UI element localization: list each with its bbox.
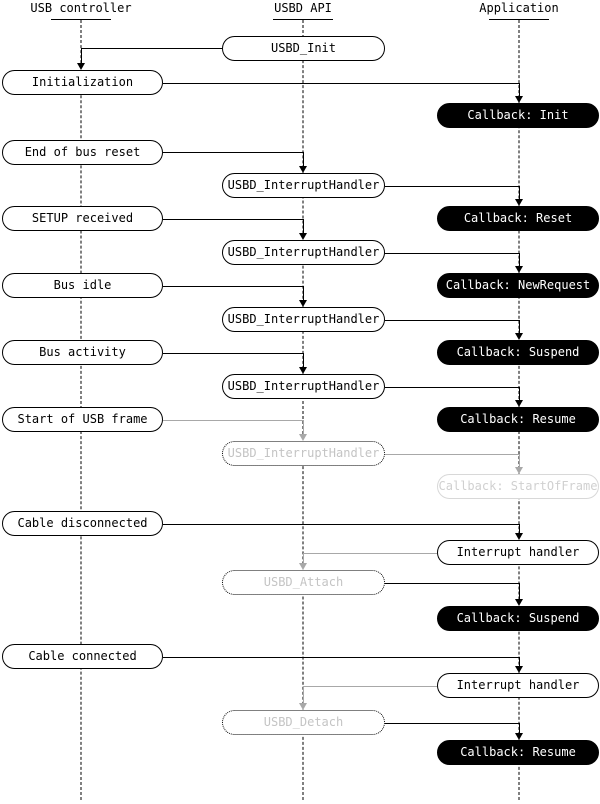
connection-vertical-segment xyxy=(519,83,520,97)
connection-arrowhead xyxy=(299,300,307,307)
lifeline-header-usb-controller: USB controller xyxy=(30,1,132,15)
connection-arrowhead xyxy=(299,166,307,173)
node-callback-suspend-2[interactable]: Callback: Suspend xyxy=(437,606,599,631)
node-interrupt-handler-1[interactable]: USBD_InterruptHandler xyxy=(222,173,385,198)
connection-arrowhead xyxy=(77,63,85,70)
connection-arrowhead xyxy=(515,199,523,206)
connection-horizontal-segment xyxy=(163,524,519,525)
node-callback-newrequest[interactable]: Callback: NewRequest xyxy=(437,273,599,298)
connection-horizontal-segment xyxy=(163,219,303,220)
node-interrupt-handler-5[interactable]: USBD_InterruptHandler xyxy=(222,441,385,466)
connection-vertical-segment xyxy=(519,657,520,667)
connection-vertical-segment xyxy=(519,186,520,200)
connection-arrowhead xyxy=(299,434,307,441)
connection-vertical-segment xyxy=(519,583,520,600)
node-bus-idle[interactable]: Bus idle xyxy=(2,273,163,298)
lifeline-usbd-api xyxy=(302,20,304,800)
connection-horizontal-segment xyxy=(81,48,222,49)
connection-vertical-segment xyxy=(519,387,520,401)
connection-vertical-segment xyxy=(519,454,520,468)
connection-vertical-segment xyxy=(519,723,520,734)
connection-vertical-segment xyxy=(303,286,304,301)
node-callback-resume-2[interactable]: Callback: Resume xyxy=(437,740,599,765)
node-callback-reset[interactable]: Callback: Reset xyxy=(437,206,599,231)
connection-vertical-segment xyxy=(519,320,520,334)
node-callback-resume-1[interactable]: Callback: Resume xyxy=(437,407,599,432)
node-usbd-detach[interactable]: USBD_Detach xyxy=(222,710,385,735)
connection-horizontal-segment xyxy=(303,553,437,554)
connection-arrowhead xyxy=(515,666,523,673)
lifeline-header-usbd-api: USBD API xyxy=(274,1,332,15)
node-interrupt-handler-a[interactable]: Interrupt handler xyxy=(437,540,599,565)
connection-arrowhead xyxy=(299,703,307,710)
connection-vertical-segment xyxy=(519,253,520,267)
connection-horizontal-segment xyxy=(385,387,519,388)
connection-arrowhead xyxy=(515,400,523,407)
connection-horizontal-segment xyxy=(163,83,519,84)
node-interrupt-handler-4[interactable]: USBD_InterruptHandler xyxy=(222,374,385,399)
lifeline-cap-usb-controller xyxy=(51,19,111,20)
connection-arrowhead xyxy=(515,533,523,540)
connection-arrowhead xyxy=(515,467,523,474)
connection-horizontal-segment xyxy=(385,186,519,187)
connection-arrowhead xyxy=(515,96,523,103)
node-interrupt-handler-2[interactable]: USBD_InterruptHandler xyxy=(222,240,385,265)
connection-arrowhead xyxy=(299,563,307,570)
connection-arrowhead xyxy=(515,333,523,340)
connection-horizontal-segment xyxy=(163,657,519,658)
node-end-of-bus-reset[interactable]: End of bus reset xyxy=(2,140,163,165)
node-start-of-usb-frame[interactable]: Start of USB frame xyxy=(2,407,163,432)
connection-horizontal-segment xyxy=(303,686,437,687)
connection-horizontal-segment xyxy=(163,353,303,354)
node-bus-activity[interactable]: Bus activity xyxy=(2,340,163,365)
connection-horizontal-segment xyxy=(385,583,519,584)
connection-vertical-segment xyxy=(303,420,304,435)
node-cable-connected[interactable]: Cable connected xyxy=(2,644,163,669)
lifeline-cap-usbd-api xyxy=(273,19,333,20)
connection-horizontal-segment xyxy=(385,253,519,254)
connection-horizontal-segment xyxy=(163,286,303,287)
node-cable-disconnected[interactable]: Cable disconnected xyxy=(2,511,163,536)
node-usbd-init[interactable]: USBD_Init xyxy=(222,36,385,61)
connection-arrowhead xyxy=(515,599,523,606)
node-initialization[interactable]: Initialization xyxy=(2,70,163,95)
node-interrupt-handler-b[interactable]: Interrupt handler xyxy=(437,673,599,698)
lifeline-cap-application xyxy=(489,19,549,20)
connection-vertical-segment xyxy=(303,152,304,167)
node-interrupt-handler-3[interactable]: USBD_InterruptHandler xyxy=(222,307,385,332)
node-callback-startofframe[interactable]: Callback: StartOfFrame xyxy=(437,474,599,499)
connection-arrowhead xyxy=(515,266,523,273)
node-callback-init[interactable]: Callback: Init xyxy=(437,103,599,128)
connection-horizontal-segment xyxy=(385,320,519,321)
connection-horizontal-segment xyxy=(385,454,519,455)
connection-arrowhead xyxy=(299,367,307,374)
node-usbd-attach[interactable]: USBD_Attach xyxy=(222,570,385,595)
connection-vertical-segment xyxy=(303,686,304,704)
connection-arrowhead xyxy=(299,233,307,240)
connection-horizontal-segment xyxy=(163,420,303,421)
connection-vertical-segment xyxy=(303,353,304,368)
node-setup-received[interactable]: SETUP received xyxy=(2,206,163,231)
connection-horizontal-segment xyxy=(385,723,519,724)
node-callback-suspend-1[interactable]: Callback: Suspend xyxy=(437,340,599,365)
connection-arrowhead xyxy=(515,733,523,740)
connection-vertical-segment xyxy=(81,48,82,64)
connection-vertical-segment xyxy=(303,219,304,234)
lifeline-header-application: Application xyxy=(479,1,559,15)
connection-horizontal-segment xyxy=(163,152,303,153)
connection-vertical-segment xyxy=(303,553,304,564)
connection-vertical-segment xyxy=(519,524,520,534)
